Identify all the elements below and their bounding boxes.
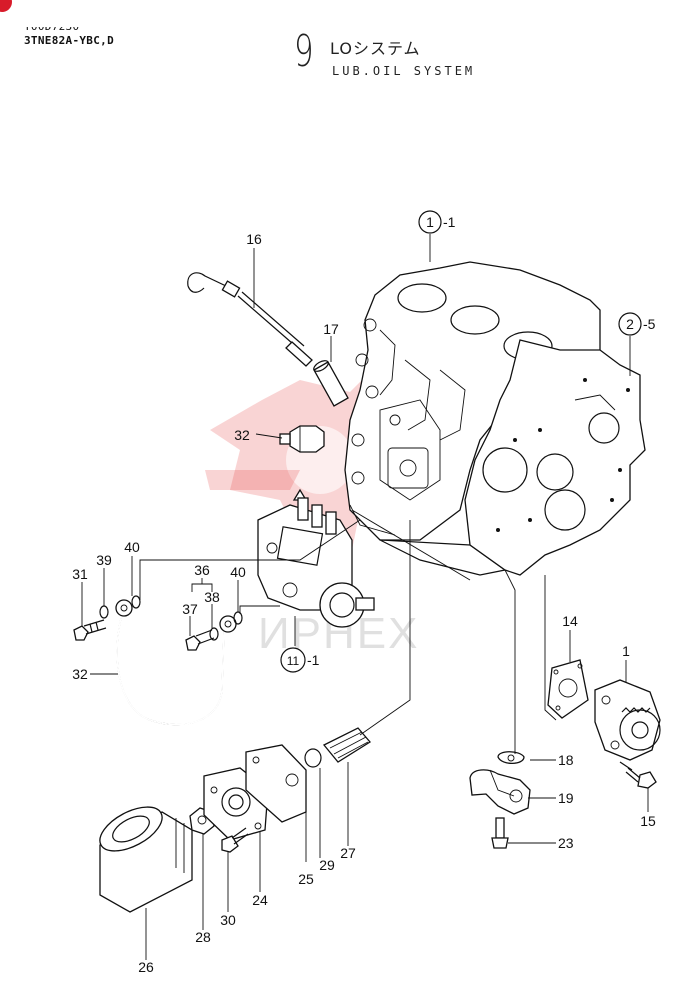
gear-housing-plate bbox=[464, 339, 646, 576]
ref-1: 1 -1 bbox=[418, 210, 456, 234]
oil-pump-bolt bbox=[619, 761, 657, 789]
dipstick bbox=[187, 272, 313, 367]
ref-1-suffix: -1 bbox=[443, 214, 456, 230]
header-code: Y00D7230 bbox=[24, 20, 80, 33]
oil-filter bbox=[99, 806, 193, 913]
section-title-en: LUB.OIL SYSTEM bbox=[332, 64, 476, 78]
part-label-31: 31 bbox=[72, 566, 88, 582]
cylinder-block bbox=[344, 261, 601, 576]
ref-2-number: 2 bbox=[626, 316, 634, 332]
leader-lines bbox=[81, 234, 649, 960]
oil-strainer bbox=[469, 769, 531, 815]
part-label-40-left: 39 bbox=[96, 552, 112, 568]
oil-pressure-switch bbox=[279, 425, 325, 453]
washer-40-right bbox=[131, 595, 141, 609]
pipe-joint bbox=[322, 727, 371, 763]
oil-pump-gasket bbox=[547, 659, 589, 719]
part-label-15b: 15 bbox=[640, 813, 656, 829]
section-number: 9 bbox=[294, 26, 314, 77]
ref-1-number: 1 bbox=[426, 214, 434, 230]
corner-marker bbox=[0, 0, 12, 12]
ref-11-number: 11 bbox=[287, 654, 300, 668]
part-label-37: 36 bbox=[194, 562, 210, 578]
part-labels: 16 17 32 14 1 15 18 19 23 26 28 30 24 25… bbox=[72, 231, 630, 975]
part-label-29: 29 bbox=[319, 857, 335, 873]
part-label-23: 23 bbox=[558, 835, 574, 851]
strainer-gasket bbox=[497, 751, 525, 765]
oil-pump bbox=[594, 679, 661, 761]
joint-bolt-31 bbox=[73, 619, 107, 641]
fuel-injection-pump bbox=[257, 488, 375, 628]
washer-41 bbox=[233, 611, 243, 625]
part-label-26: 26 bbox=[138, 959, 154, 975]
part-label-28: 28 bbox=[195, 929, 211, 945]
part-label-16: 16 bbox=[246, 231, 262, 247]
oil-pipe bbox=[115, 599, 237, 726]
ref-11: 11 -1 bbox=[280, 647, 320, 673]
washer-39 bbox=[209, 627, 219, 641]
part-label-32b: 32 bbox=[72, 666, 88, 682]
part-label-40-right: 40 bbox=[124, 539, 140, 555]
part-label-30: 30 bbox=[220, 912, 236, 928]
part-label-18: 18 bbox=[558, 752, 574, 768]
section-title-jp: LOシステム bbox=[330, 39, 421, 58]
part-label-17: 17 bbox=[323, 321, 339, 337]
part-label-24: 24 bbox=[252, 892, 268, 908]
bracket-bolt bbox=[221, 827, 249, 853]
part-label-19: 19 bbox=[558, 790, 574, 806]
ref-2: 2 -5 bbox=[618, 312, 656, 336]
header-model: 3TNE82A-YBC,D bbox=[24, 34, 114, 47]
part-label-36: 32 bbox=[234, 427, 250, 443]
part-label-38: 37 bbox=[182, 601, 198, 617]
part-label-14: 14 bbox=[562, 613, 578, 629]
part-label-27: 27 bbox=[340, 845, 356, 861]
dipstick-guide-tube bbox=[313, 360, 349, 407]
washer-40-left bbox=[99, 605, 109, 619]
part-label-25: 25 bbox=[298, 871, 314, 887]
ref-11-suffix: -1 bbox=[307, 652, 320, 668]
strainer-bolt bbox=[491, 817, 509, 849]
part-label-1: 1 bbox=[622, 643, 630, 659]
o-ring bbox=[304, 748, 322, 768]
ref-2-suffix: -5 bbox=[643, 316, 656, 332]
part-label-41: 40 bbox=[230, 564, 246, 580]
part-label-39: 38 bbox=[204, 589, 220, 605]
